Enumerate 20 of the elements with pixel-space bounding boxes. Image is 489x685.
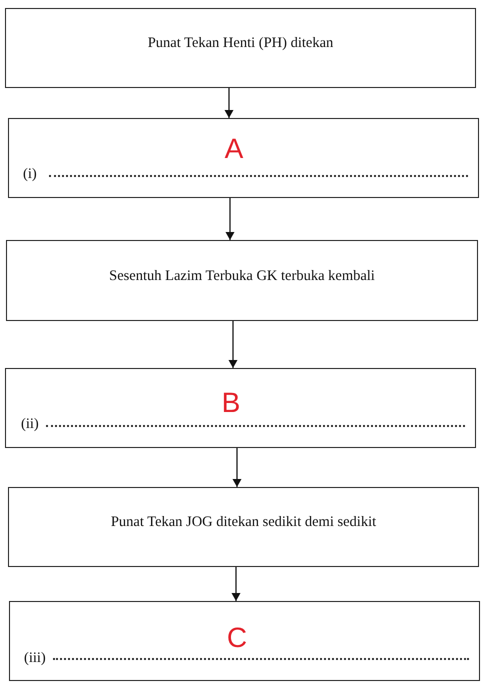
step-letter: A bbox=[224, 133, 244, 165]
step-letter: B bbox=[222, 387, 240, 419]
arrow bbox=[224, 88, 234, 118]
step-letter: C bbox=[226, 622, 248, 654]
process-box bbox=[8, 118, 479, 198]
process-box bbox=[5, 8, 476, 88]
step-text: Punat Tekan Henti (PH) ditekan bbox=[148, 35, 334, 52]
process-box bbox=[6, 240, 478, 321]
item-number: (iii) bbox=[24, 650, 46, 667]
process-box bbox=[9, 601, 480, 681]
arrow bbox=[228, 321, 238, 368]
step-text: Punat Tekan JOG ditekan sedikit demi sedikit bbox=[110, 514, 376, 531]
process-box bbox=[5, 368, 476, 448]
arrow bbox=[232, 448, 242, 487]
item-number: (i) bbox=[23, 166, 37, 183]
arrow bbox=[226, 198, 234, 240]
process-box bbox=[8, 487, 479, 567]
item-number: (ii) bbox=[21, 416, 39, 433]
step-text: Sesentuh Lazim Terbuka GK terbuka kembali bbox=[109, 268, 375, 285]
arrow bbox=[232, 567, 240, 601]
